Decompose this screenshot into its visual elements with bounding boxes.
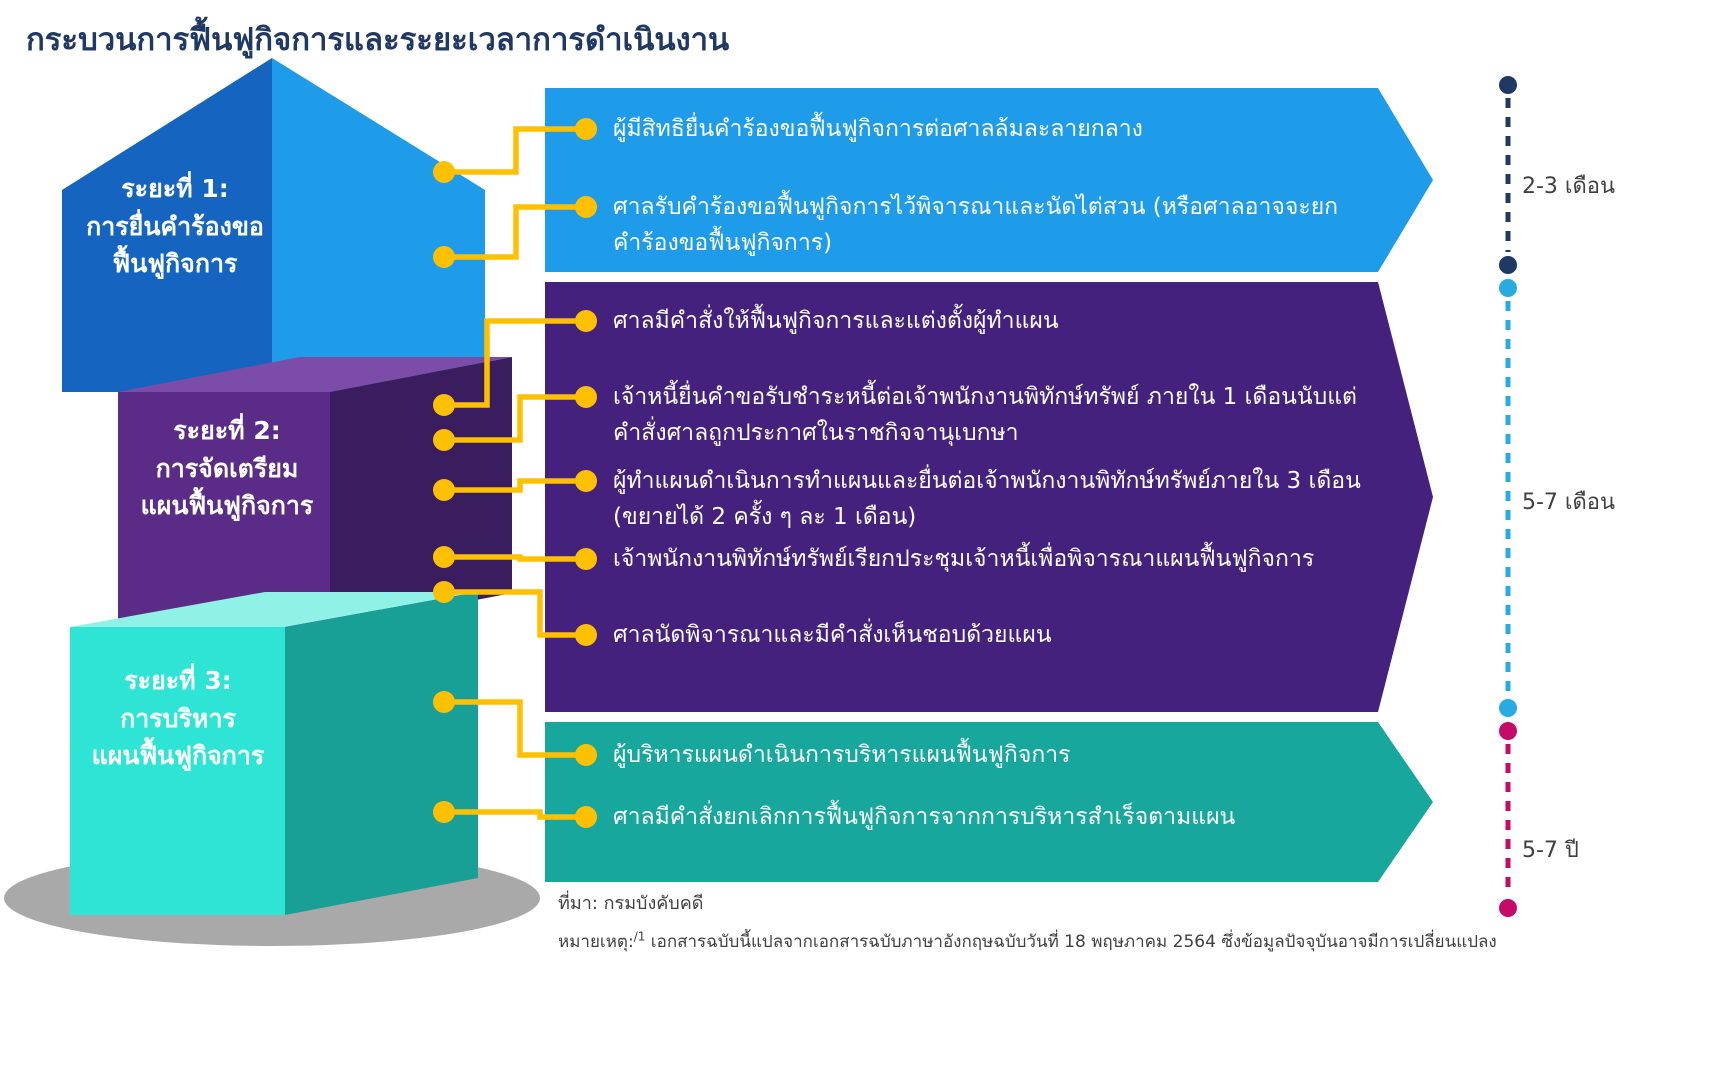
process-step-text: ผู้ทำแผนดำเนินการทำแผนและยื่นต่อเจ้าพนัก… [613, 468, 1361, 530]
process-arrow-phase-1: ผู้มีสิทธิยื่นคำร้องขอฟื้นฟูกิจการต่อศาล… [545, 88, 1433, 272]
footnote-prefix: หมายเหตุ: [558, 932, 634, 952]
process-step-item: ศาลนัดพิจารณาและมีคำสั่งเห็นชอบด้วยแผน [575, 618, 1370, 654]
phase-2-block-side [330, 357, 512, 628]
phase-1-block-front [272, 58, 485, 392]
process-step-item: ผู้ทำแผนดำเนินการทำแผนและยื่นต่อเจ้าพนัก… [575, 464, 1370, 535]
process-arrow-phase-2: ศาลมีคำสั่งให้ฟื้นฟูกิจการและแต่งตั้งผู้… [545, 282, 1433, 712]
process-step-item: เจ้าพนักงานพิทักษ์ทรัพย์เรียกประชุมเจ้าห… [575, 542, 1370, 578]
process-step-text: ผู้บริหารแผนดำเนินการบริหารแผนฟื้นฟูกิจก… [613, 742, 1071, 768]
footnote-text: เอกสารฉบับนี้แปลจากเอกสารฉบับภาษาอังกฤษฉ… [645, 932, 1497, 952]
phase-3-block-side [285, 592, 478, 915]
process-step-text: เจ้าพนักงานพิทักษ์ทรัพย์เรียกประชุมเจ้าห… [613, 546, 1315, 572]
process-step-text: ศาลนัดพิจารณาและมีคำสั่งเห็นชอบด้วยแผน [613, 622, 1052, 648]
bullet-marker-icon [575, 386, 597, 408]
process-step-item: ศาลมีคำสั่งยกเลิกการฟื้นฟูกิจการจากการบร… [575, 800, 1370, 836]
process-step-text: เจ้าหนี้ยื่นคำขอรับชำระหนี้ต่อเจ้าพนักงา… [613, 384, 1357, 446]
process-step-text: ศาลมีคำสั่งยกเลิกการฟื้นฟูกิจการจากการบร… [613, 804, 1236, 830]
timeline-label-plan-administration: 5-7 ปี [1522, 838, 1579, 863]
timeline-segment-plan-administration [1499, 722, 1517, 917]
timeline-label-plan-preparation: 5-7 เดือน [1522, 490, 1615, 515]
timeline-segment-filing [1499, 76, 1517, 274]
phase-1-label: ระยะที่ 1: การยื่นคำร้องขอ ฟื้นฟูกิจการ [86, 174, 264, 278]
process-step-text: ผู้มีสิทธิยื่นคำร้องขอฟื้นฟูกิจการต่อศาล… [613, 116, 1143, 142]
process-step-item: ศาลรับคำร้องขอฟื้นฟูกิจการไว้พิจารณาและน… [575, 190, 1370, 261]
process-step-text: ศาลรับคำร้องขอฟื้นฟูกิจการไว้พิจารณาและน… [613, 194, 1339, 256]
phase-3-block-front [70, 627, 285, 915]
footnote-ref: /1 [633, 929, 646, 944]
source-note: ที่มา: กรมบังคับคดี [558, 893, 704, 914]
process-step-item: ศาลมีคำสั่งให้ฟื้นฟูกิจการและแต่งตั้งผู้… [575, 304, 1370, 340]
process-step-item: ผู้มีสิทธิยื่นคำร้องขอฟื้นฟูกิจการต่อศาล… [575, 112, 1370, 148]
process-step-item: ผู้บริหารแผนดำเนินการบริหารแผนฟื้นฟูกิจก… [575, 738, 1370, 774]
timeline-segment-plan-preparation [1499, 279, 1517, 717]
bullet-marker-icon [575, 806, 597, 828]
bullet-marker-icon [575, 624, 597, 646]
bullet-marker-icon [575, 118, 597, 140]
diagram-title: กระบวนการฟื้นฟูกิจการและระยะเวลาการดำเนิ… [26, 22, 730, 58]
phase-3-label: ระยะที่ 3: การบริหาร แผนฟื้นฟูกิจการ [91, 666, 265, 770]
bullet-marker-icon [575, 310, 597, 332]
process-step-text: ศาลมีคำสั่งให้ฟื้นฟูกิจการและแต่งตั้งผู้… [613, 308, 1059, 334]
process-step-item: เจ้าหนี้ยื่นคำขอรับชำระหนี้ต่อเจ้าพนักงา… [575, 380, 1370, 451]
phase-2-block-front [118, 392, 330, 628]
bullet-marker-icon [575, 548, 597, 570]
phase-2-block-top [118, 357, 512, 392]
bullet-marker-icon [575, 470, 597, 492]
phase-blocks-graphic [4, 58, 540, 946]
process-arrow-phase-3: ผู้บริหารแผนดำเนินการบริหารแผนฟื้นฟูกิจก… [545, 722, 1433, 882]
phase-1-block-side [62, 58, 272, 392]
phase-3-block-top [70, 592, 478, 627]
timeline-label-filing: 2-3 เดือน [1522, 174, 1615, 199]
bullet-marker-icon [575, 196, 597, 218]
bullet-marker-icon [575, 744, 597, 766]
phase-2-label: ระยะที่ 2: การจัดเตรียม แผนฟื้นฟูกิจการ [140, 416, 314, 520]
footnote: หมายเหตุ:/1 เอกสารฉบับนี้แปลจากเอกสารฉบั… [558, 928, 1497, 955]
